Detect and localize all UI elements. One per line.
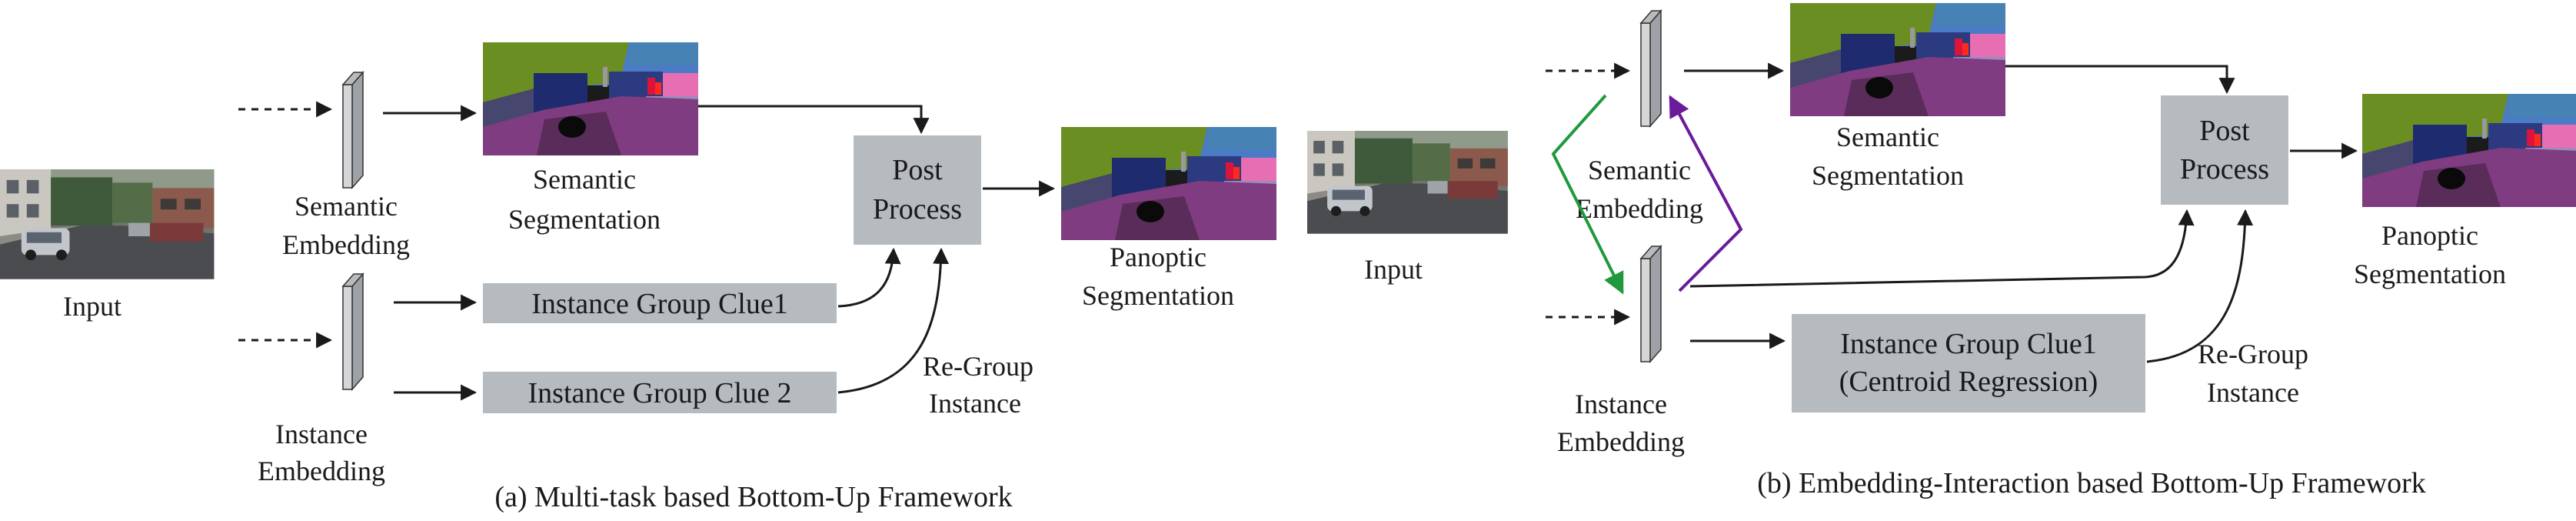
input-label-a: Input (63, 291, 121, 322)
semantic-segmentation-label-b-2: Segmentation (1812, 160, 1964, 191)
arrow-b-segmap-to-post (2005, 65, 2235, 95)
arrow-b-clue-to-post (2146, 209, 2254, 363)
post-process-label-b-1: Post (2199, 115, 2250, 147)
instance-embedding-label-b-2: Embedding (1557, 426, 1685, 457)
instance-embedding-label-b-1: Instance (1575, 389, 1667, 419)
regroup-label-a-1: Re-Group (923, 351, 1033, 382)
instance-group-clue2-label-a: Instance Group Clue 2 (528, 377, 792, 409)
arrow-a-clue1-to-post (837, 247, 901, 308)
input-image-a (0, 169, 215, 279)
semantic-embedding-label-a-1: Semantic (295, 191, 398, 222)
caption-b: (b) Embedding-Interaction based Bottom-U… (1757, 467, 2426, 499)
arrow-b-instance-to-post (1689, 209, 2195, 288)
instance-group-clue2-box-a (483, 372, 837, 413)
instance-group-clue1-box-a (483, 283, 837, 323)
instance-embedding-block-b (1640, 245, 1662, 362)
input-image-b (1307, 131, 1508, 234)
post-process-box-b (2161, 95, 2288, 205)
panoptic-label-a-2: Segmentation (1082, 280, 1234, 311)
post-process-box-a (854, 135, 981, 245)
instance-group-clue1-label-a: Instance Group Clue1 (531, 288, 787, 320)
regroup-label-b-2: Instance (2207, 377, 2299, 408)
instance-embedding-label-a-2: Embedding (258, 456, 385, 486)
green-interaction-arrow (1551, 94, 1624, 295)
regroup-label-a-2: Instance (929, 388, 1021, 419)
semantic-segmentation-label-a-1: Semantic (533, 164, 636, 195)
post-process-label-b-2: Process (2180, 153, 2269, 185)
panoptic-label-b-2: Segmentation (2354, 259, 2506, 289)
input-label-b: Input (1364, 254, 1423, 285)
instance-embedding-label-a-1: Instance (275, 419, 368, 449)
panoptic-label-a-1: Panoptic (1110, 242, 1206, 272)
semantic-embedding-label-a-2: Embedding (282, 229, 410, 260)
instance-group-clue-label-b-1: Instance Group Clue1 (1840, 328, 2096, 360)
arrow-a-clue2-to-post (837, 247, 950, 394)
semantic-embedding-label-b-1: Semantic (1588, 155, 1691, 185)
caption-a: (a) Multi-task based Bottom-Up Framework (494, 481, 1012, 513)
regroup-label-b-1: Re-Group (2198, 339, 2308, 369)
post-process-label-a-1: Post (892, 154, 943, 186)
semantic-segmentation-label-a-2: Segmentation (508, 204, 661, 235)
instance-group-clue-box-b (1792, 314, 2145, 412)
semantic-segmentation-image-b (1790, 3, 2005, 116)
panoptic-label-b-1: Panoptic (2381, 220, 2478, 251)
post-process-label-a-2: Process (873, 193, 962, 225)
semantic-embedding-block-b (1640, 10, 1662, 127)
arrow-a-segmap-to-post (698, 105, 930, 135)
semantic-embedding-label-b-2: Embedding (1576, 193, 1703, 224)
panoptic-segmentation-image-b (2362, 94, 2576, 207)
semantic-embedding-block-a (342, 72, 364, 189)
instance-group-clue-label-b-2: (Centroid Regression) (1839, 366, 2098, 398)
purple-interaction-arrow (1669, 95, 1743, 292)
panoptic-segmentation-image-a (1061, 127, 1276, 240)
instance-embedding-block-a (342, 273, 364, 390)
panel-a: Input Semantic Embedding Instance Embedd… (0, 42, 1276, 513)
semantic-segmentation-label-b-1: Semantic (1836, 122, 1939, 152)
semantic-segmentation-image-a (483, 42, 698, 155)
panel-b: Input Semantic Embedding Instance Embedd… (1307, 3, 2576, 499)
